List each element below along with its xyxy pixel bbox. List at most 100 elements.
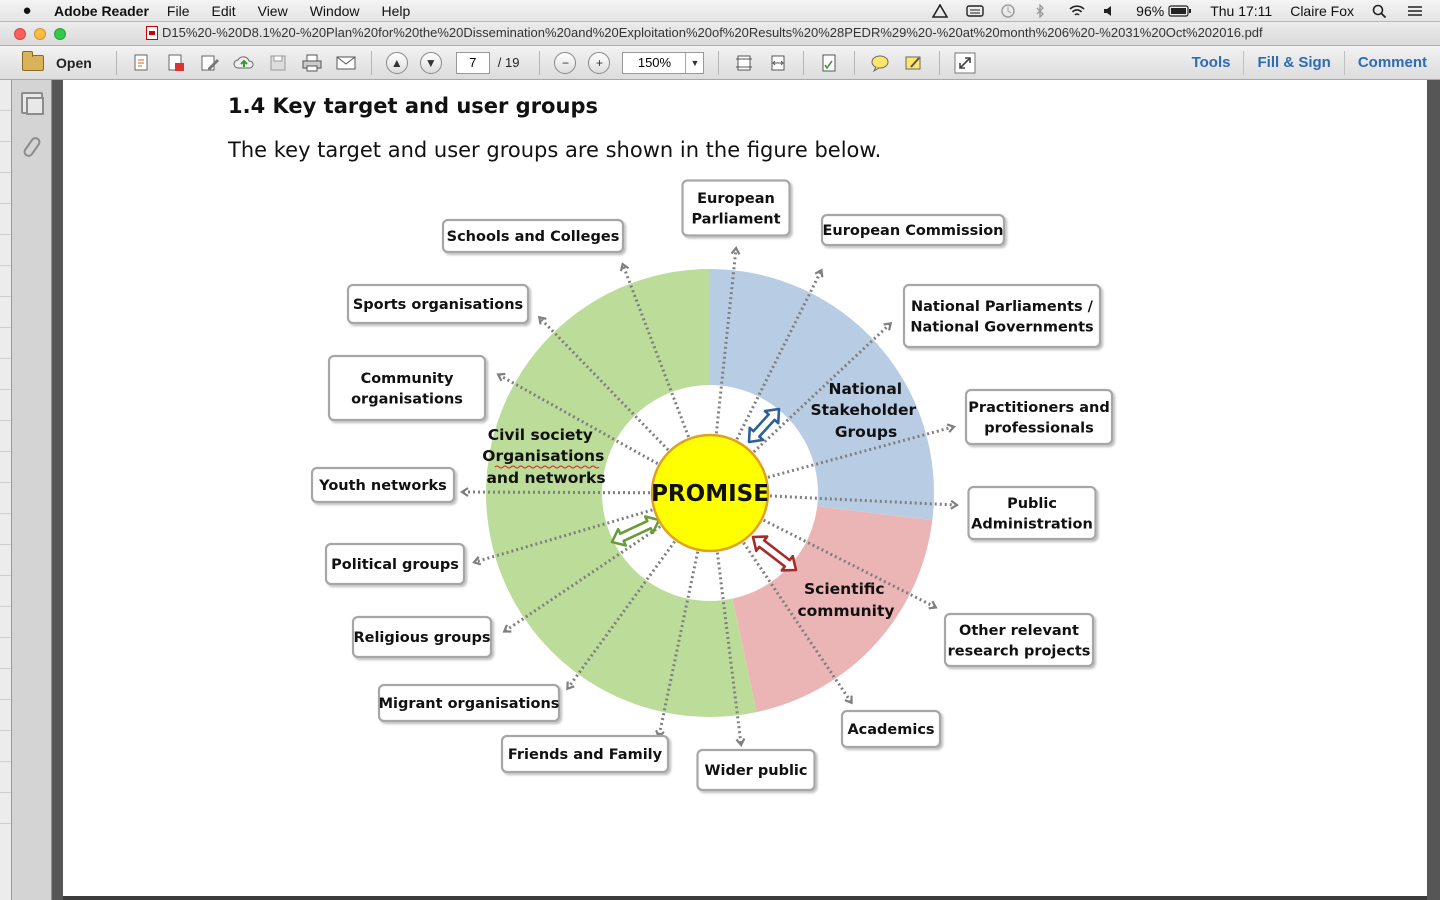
open-button[interactable]: Open [22,50,92,71]
zoom-select[interactable]: 150% ▼ [622,51,705,74]
drive-icon[interactable] [931,3,949,18]
clock[interactable]: Thu 17:11 [1210,3,1273,19]
menu-file[interactable]: File [166,2,190,19]
box-label: Academics [847,722,934,738]
toolbar-divider [115,50,117,75]
civil-society-segment-label: Civil society Organisations and networks [482,426,609,487]
dotted-ray [715,552,746,747]
time-machine-icon[interactable] [1000,4,1016,18]
toolbar-divider [539,50,541,75]
box-label-line: Other relevant [959,623,1079,639]
notification-center-icon[interactable] [1406,4,1422,18]
spellcheck-underline [494,465,600,469]
upload-cloud-icon[interactable] [232,52,256,74]
box-label-line: research projects [948,643,1091,659]
target-group-box-academics: Academics [840,709,942,749]
box-frame [964,388,1114,446]
volume-icon[interactable] [1102,4,1118,18]
box-label-line: Administration [971,516,1093,532]
national-stakeholder-segment [710,269,934,521]
page-number-input[interactable]: 7 [455,51,490,74]
menu-help[interactable]: Help [381,2,411,19]
box-label: Youth networks [318,478,447,494]
box-frame [310,466,456,504]
menu-view[interactable]: View [257,2,288,19]
toolbar-divider [370,50,372,75]
document-title: D15%20-%20D8.1%20-%20Plan%20for%20the%20… [146,25,1263,40]
target-group-box-national-parliaments: National Parliaments /National Governmen… [902,283,1102,349]
comment-bubble-icon[interactable] [868,52,892,74]
user-name[interactable]: Claire Fox [1290,3,1354,19]
box-label-line: Religious groups [353,630,490,646]
zoom-in-button[interactable]: + [588,51,611,74]
chevron-down-icon[interactable]: ▼ [685,52,703,73]
edit-pdf-icon[interactable] [198,52,222,74]
email-icon[interactable] [334,52,358,74]
apple-menu-icon[interactable]: ● [22,2,32,19]
page-bottom-edge [63,896,1427,900]
box-label-line: Political groups [331,557,459,573]
print-icon[interactable] [300,52,324,74]
window-zoom-button[interactable] [54,27,66,40]
export-pdf-icon[interactable] [164,52,188,74]
open-label: Open [56,54,92,71]
menu-edit[interactable]: Edit [211,2,236,19]
toolbar-divider [939,50,941,75]
create-pdf-icon[interactable] [130,52,154,74]
wifi-icon[interactable] [1068,4,1085,18]
blue-double-arrow [747,407,781,444]
document-gutter [53,80,63,900]
app-menu[interactable]: Adobe Reader [54,2,149,19]
box-frame [967,485,1097,541]
red-double-arrow [751,535,798,572]
dotted-ray [752,321,893,454]
page-thumbnails-icon[interactable] [21,92,44,115]
target-group-box-wider-public: Wider public [696,748,816,792]
window-close-button[interactable] [14,27,26,40]
keyboard-icon[interactable] [966,4,984,18]
tools-link[interactable]: Tools [1191,54,1231,71]
box-label-line: Parliament [691,211,780,227]
box-label-line: Wider public [705,763,808,779]
toolbar-divider [854,50,856,75]
next-page-button[interactable]: ▼ [419,51,442,74]
save-icon[interactable] [266,52,290,74]
target-group-box-political-groups: Political groups [324,542,466,586]
box-label: Religious groups [353,630,490,646]
dotted-ray [769,494,959,510]
comment-link[interactable]: Comment [1343,51,1440,75]
fit-page-icon[interactable] [732,52,756,74]
spotlight-search-icon[interactable] [1372,4,1388,19]
previous-page-button[interactable]: ▲ [385,51,408,74]
toolbar-divider [803,50,805,75]
bluetooth-icon[interactable] [1034,3,1050,19]
national-label-line: Stakeholder [810,401,916,419]
zoom-out-button[interactable]: − [554,51,577,74]
box-frame [840,709,942,749]
full-screen-icon[interactable] [953,52,977,74]
menu-window[interactable]: Window [309,2,360,19]
attachments-paperclip-icon[interactable] [21,135,43,159]
connection-rays [460,246,959,747]
menu-bar: ● Adobe Reader File Edit View Window Hel… [0,0,1440,22]
box-label-line: professionals [984,420,1094,436]
fill-sign-link[interactable]: Fill & Sign [1243,51,1343,75]
box-label: European Commission [822,223,1003,239]
read-aloud-icon[interactable] [817,52,841,74]
dotted-ray [762,518,938,610]
box-frame [681,179,791,237]
box-label-line: European Commission [822,223,1003,239]
window-minimize-button[interactable] [34,27,46,40]
fit-width-icon[interactable] [766,52,790,74]
highlight-icon[interactable] [902,52,926,74]
box-label-line: National Governments [910,319,1093,335]
target-group-box-youth-networks: Youth networks [310,466,456,504]
battery-icon[interactable] [1168,4,1192,18]
arrow-shape [751,535,798,572]
page-total: / 19 [497,55,520,70]
